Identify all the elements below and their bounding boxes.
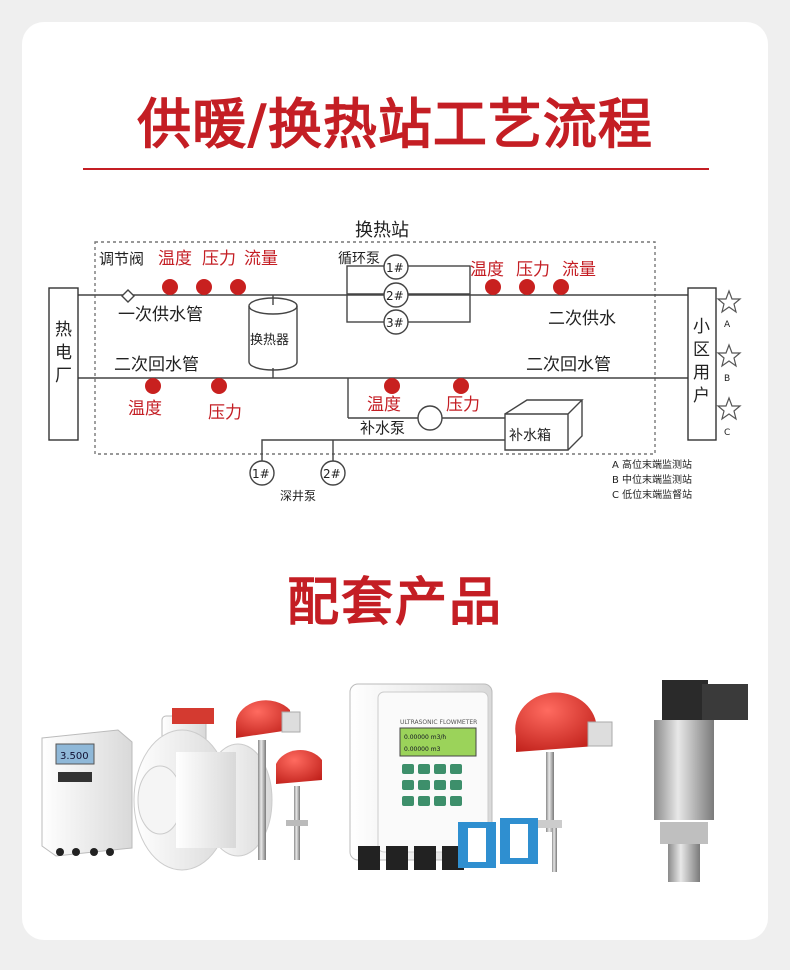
temp-label-secondary: 温度	[470, 260, 504, 280]
sensor-dot	[145, 378, 161, 394]
well-pump-tag-2: 2#	[323, 467, 341, 481]
sensor-dot	[453, 378, 469, 394]
temp-label-makeup: 温度	[367, 395, 401, 415]
products-title: 配套产品	[286, 573, 503, 633]
sensor-dot	[553, 279, 569, 295]
power-plant-box	[48, 287, 79, 441]
community-label-4: 户	[693, 386, 710, 406]
secondary-supply-label: 二次供水	[548, 309, 616, 329]
regulating-valve-icon	[121, 289, 135, 303]
plant-label-2: 电	[55, 343, 72, 363]
community-label-3: 用	[693, 363, 710, 383]
lcd-reading: 3.500	[60, 751, 89, 762]
legend-line-c: C 低位末端监督站	[612, 488, 692, 501]
plant-label-3: 厂	[55, 366, 72, 386]
ultrasonic-flowmeter-icon: ULTRASONIC FLOWMETER 0.00000 m3/h 0.0000…	[349, 683, 538, 870]
community-box	[687, 287, 717, 441]
sensor-dot	[162, 279, 178, 295]
pump-tag-2: 2#	[386, 289, 404, 303]
flowmeter-line-2: 0.00000 m3	[404, 746, 441, 753]
well-pump-1	[249, 460, 275, 486]
pressure-label-secondary: 压力	[516, 260, 550, 280]
star-a-icon	[716, 289, 742, 314]
electromagnetic-flowmeter-icon: 3.500	[41, 708, 273, 871]
community-label-2: 区	[693, 340, 710, 360]
well-pump-2	[320, 460, 346, 486]
sensor-dot	[230, 279, 246, 295]
station-label: 换热站	[355, 220, 409, 241]
sensor-dot	[196, 279, 212, 295]
makeup-pump-icon	[417, 405, 443, 431]
flowmeter-brand: ULTRASONIC FLOWMETER	[400, 719, 477, 726]
star-label-c: C	[724, 428, 730, 438]
temperature-sensor-icon	[515, 692, 613, 872]
pump-tag-3: 3#	[386, 316, 404, 330]
page-title: 供暖/换热站工艺流程	[137, 93, 653, 156]
sensor-dot	[211, 378, 227, 394]
circ-pump-3	[383, 309, 409, 335]
sensor-dot	[384, 378, 400, 394]
temp-label-return: 温度	[128, 399, 162, 419]
sensors	[145, 279, 569, 394]
legend-line-a: A 高位末端监测站	[612, 458, 692, 471]
plant-label-1: 热	[55, 320, 72, 340]
star-label-b: B	[724, 374, 730, 384]
pressure-label-makeup: 压力	[446, 395, 480, 415]
primary-supply-label: 一次供水管	[118, 305, 203, 325]
makeup-tank-label: 补水箱	[509, 428, 551, 444]
community-label-1: 小	[693, 317, 710, 337]
makeup-tank	[504, 399, 584, 451]
sensor-dot	[519, 279, 535, 295]
star-c-icon	[716, 396, 742, 421]
well-pump-tag-1: 1#	[252, 467, 270, 481]
makeup-pump-label: 补水泵	[360, 419, 405, 437]
legend-line-b: B 中位末端监测站	[612, 473, 692, 486]
title-divider	[83, 168, 709, 170]
station-boundary	[94, 241, 656, 455]
well-pump-label: 深井泵	[280, 489, 316, 503]
star-b-icon	[716, 343, 742, 368]
valve-label: 调节阀	[99, 250, 144, 268]
secondary-return-left-label: 二次回水管	[114, 355, 199, 375]
temp-label-primary: 温度	[158, 249, 192, 269]
flowmeter-line-1: 0.00000 m3/h	[404, 734, 446, 741]
sensor-dot	[485, 279, 501, 295]
pump-tag-1: 1#	[386, 261, 404, 275]
pressure-label-return: 压力	[208, 403, 242, 423]
circ-pump-2	[383, 282, 409, 308]
temperature-transmitter-icon	[236, 700, 322, 860]
exchanger-label: 换热器	[250, 333, 289, 348]
circ-pump-1	[383, 254, 409, 280]
star-label-a: A	[724, 320, 731, 330]
pressure-transmitter-icon	[654, 680, 748, 882]
pressure-label-primary: 压力	[202, 249, 236, 269]
circ-pump-label: 循环泵	[338, 251, 380, 267]
flow-label-secondary: 流量	[562, 260, 596, 280]
flow-label-primary: 流量	[244, 249, 278, 269]
heat-exchanger	[248, 306, 298, 371]
secondary-return-right-label: 二次回水管	[526, 355, 611, 375]
